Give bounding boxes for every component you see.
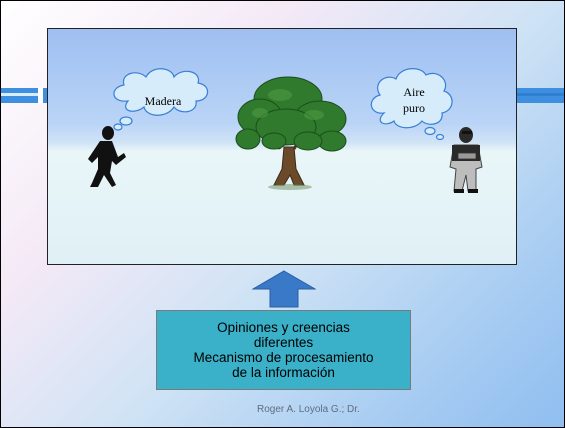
band-accent-line-left	[1, 93, 38, 96]
person-figure-right	[449, 127, 483, 193]
bubble-right-text: Aire puro	[388, 84, 440, 116]
band-tick	[38, 88, 43, 103]
caption-line-1: Opiniones y creencias	[217, 320, 350, 335]
up-arrow-icon	[252, 270, 316, 308]
thought-bubble-right	[370, 68, 453, 141]
scene-illustration: Madera Aire puro	[47, 28, 517, 265]
caption-line-4: de la información	[232, 365, 335, 380]
footer-author: Roger A. Loyola G.; Dr.	[257, 404, 360, 415]
caption-box: Opiniones y creencias diferentes Mecanis…	[156, 310, 411, 390]
band-accent-line-right	[511, 93, 564, 96]
scene-drawing	[88, 68, 483, 193]
bubble-left-text: Madera	[144, 94, 182, 108]
tree-illustration	[235, 76, 347, 190]
person-silhouette-left	[88, 126, 126, 187]
caption-line-2: diferentes	[253, 335, 314, 350]
bubble-right-line1: Aire	[403, 85, 425, 99]
bubble-right-line2: puro	[403, 101, 425, 115]
caption-line-3: Mecanismo de procesamiento	[193, 350, 374, 365]
thought-bubble-left	[113, 68, 209, 131]
